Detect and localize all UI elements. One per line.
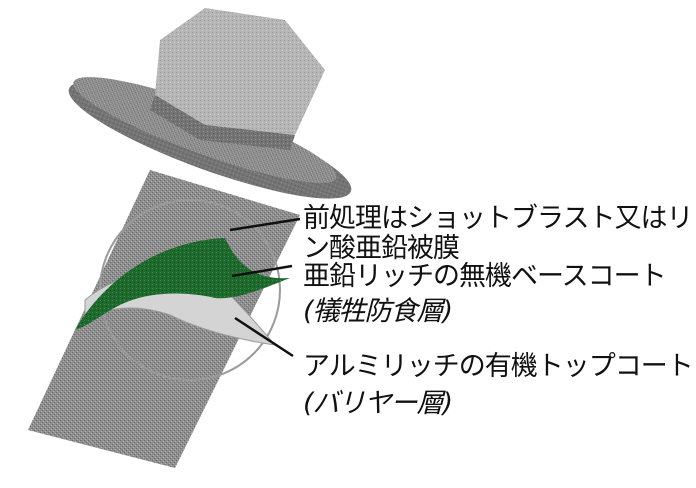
leader-line-base-coat: [231, 264, 293, 278]
bolt-shank: [28, 170, 300, 468]
label-base-coat-line1: 亜鉛リッチの無機ベースコート: [303, 261, 667, 292]
leader-line-top-coat: [234, 316, 294, 358]
bolt-head: [155, 8, 325, 135]
label-pretreatment-line1: 前処理はショットブラスト又はリ: [303, 203, 693, 234]
label-base-coat-line2: (犠牲防食層): [303, 296, 453, 327]
label-pretreatment-line2: ン酸亜鉛被膜: [303, 233, 460, 264]
base-coat-layer: [75, 238, 290, 330]
label-top-coat-line1: アルミリッチの有機トップコート: [303, 351, 694, 382]
leader-line-pretreatment: [229, 217, 301, 232]
label-top-coat-line2: (バリヤー層): [303, 388, 453, 419]
bolt-head-side: [150, 95, 295, 150]
